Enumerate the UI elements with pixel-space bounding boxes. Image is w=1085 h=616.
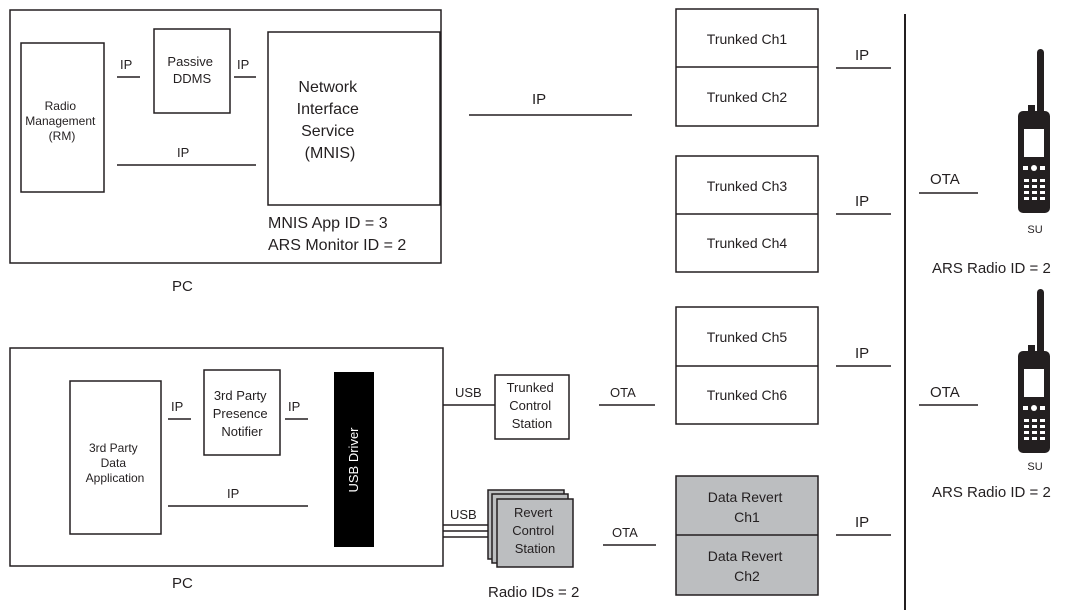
ip-ddms-mnis: IP xyxy=(237,57,249,72)
ota-trunked-label: OTA xyxy=(610,385,636,400)
pc-bottom-group: 3rd Party Data Application 3rd Party Pre… xyxy=(9,347,444,592)
rm-box xyxy=(20,42,105,193)
ip-mnis-trunk: IP xyxy=(532,91,546,108)
mnis-box xyxy=(267,31,441,206)
ip-rm-ddms: IP xyxy=(120,57,132,72)
trunked-control-station-label: Trunked Control Station xyxy=(507,380,558,431)
backbone-group: IP IP IP IP xyxy=(836,14,906,610)
notifier-label: 3rd Party Presence Notifier xyxy=(213,388,272,439)
pc-top-frame xyxy=(9,9,442,264)
backbone-ip-1: IP xyxy=(855,47,869,64)
su2-label: SU xyxy=(1027,461,1042,473)
ota-revert-label: OTA xyxy=(612,525,638,540)
data-revert-ch1: Data Revert Ch1 xyxy=(708,489,787,525)
ddms-label: Passive DDMS xyxy=(167,54,216,86)
third-party-app-label: 3rd Party Data Application xyxy=(86,441,145,485)
su1-radio-icon xyxy=(1018,49,1050,213)
pc-bottom-frame xyxy=(9,347,444,567)
mnis-label: Network Interface Service (MNIS) xyxy=(297,79,364,162)
ota-su1-label: OTA xyxy=(930,171,960,188)
trunked-ch5: Trunked Ch5 xyxy=(707,329,788,345)
channels-group: Trunked Ch1 Trunked Ch2 Trunked Ch3 Trun… xyxy=(675,8,819,596)
ip-app-driver: IP xyxy=(227,486,239,501)
su1-ars-id: ARS Radio ID = 2 xyxy=(932,260,1051,277)
trunked-ch1: Trunked Ch1 xyxy=(707,31,788,47)
ars-monitor-id: ARS Monitor ID = 2 xyxy=(268,237,406,254)
data-revert-ch2: Data Revert Ch2 xyxy=(708,548,787,584)
su-group: OTA SU ARS Radio ID = 2 OTA SU ARS Radio… xyxy=(919,49,1051,501)
ddms-box xyxy=(153,28,231,114)
pc-top-label: PC xyxy=(172,278,193,295)
revert-control-station-label: Revert Control Station xyxy=(512,505,558,556)
usb-trunked-label: USB xyxy=(455,385,482,400)
ip-notifier-driver: IP xyxy=(288,399,300,414)
control-stations-group: USB Trunked Control Station OTA USB Reve… xyxy=(443,374,656,601)
radio-ids-label: Radio IDs = 2 xyxy=(488,584,579,601)
usb-driver-bar xyxy=(334,372,374,547)
ip-app-notifier: IP xyxy=(171,399,183,414)
mnis-app-id: MNIS App ID = 3 xyxy=(268,215,388,232)
usb-revert-label: USB xyxy=(450,507,477,522)
backbone-ip-4: IP xyxy=(855,514,869,531)
pc-bottom-label: PC xyxy=(172,575,193,592)
pc-top-group: Radio Management (RM) Passive DDMS Netwo… xyxy=(9,9,442,295)
trunked-ch2: Trunked Ch2 xyxy=(707,89,788,105)
notifier-box xyxy=(203,369,281,456)
su2-radio-icon xyxy=(1018,289,1050,453)
revert-control-station-box xyxy=(496,498,574,568)
ota-su2-label: OTA xyxy=(930,384,960,401)
third-party-app-box xyxy=(69,380,162,535)
su2-ars-id: ARS Radio ID = 2 xyxy=(932,484,1051,501)
rm-label: Radio Management (RM) xyxy=(25,99,98,143)
usb-driver-label: USB Driver xyxy=(346,427,361,493)
su1-label: SU xyxy=(1027,224,1042,236)
trunked-ch3: Trunked Ch3 xyxy=(707,178,788,194)
ip-rm-mnis: IP xyxy=(177,145,189,160)
trunked-ch6: Trunked Ch6 xyxy=(707,387,788,403)
backbone-ip-3: IP xyxy=(855,345,869,362)
trunked-control-station-box xyxy=(494,374,570,440)
trunked-ch4: Trunked Ch4 xyxy=(707,235,788,251)
backbone-ip-2: IP xyxy=(855,193,869,210)
